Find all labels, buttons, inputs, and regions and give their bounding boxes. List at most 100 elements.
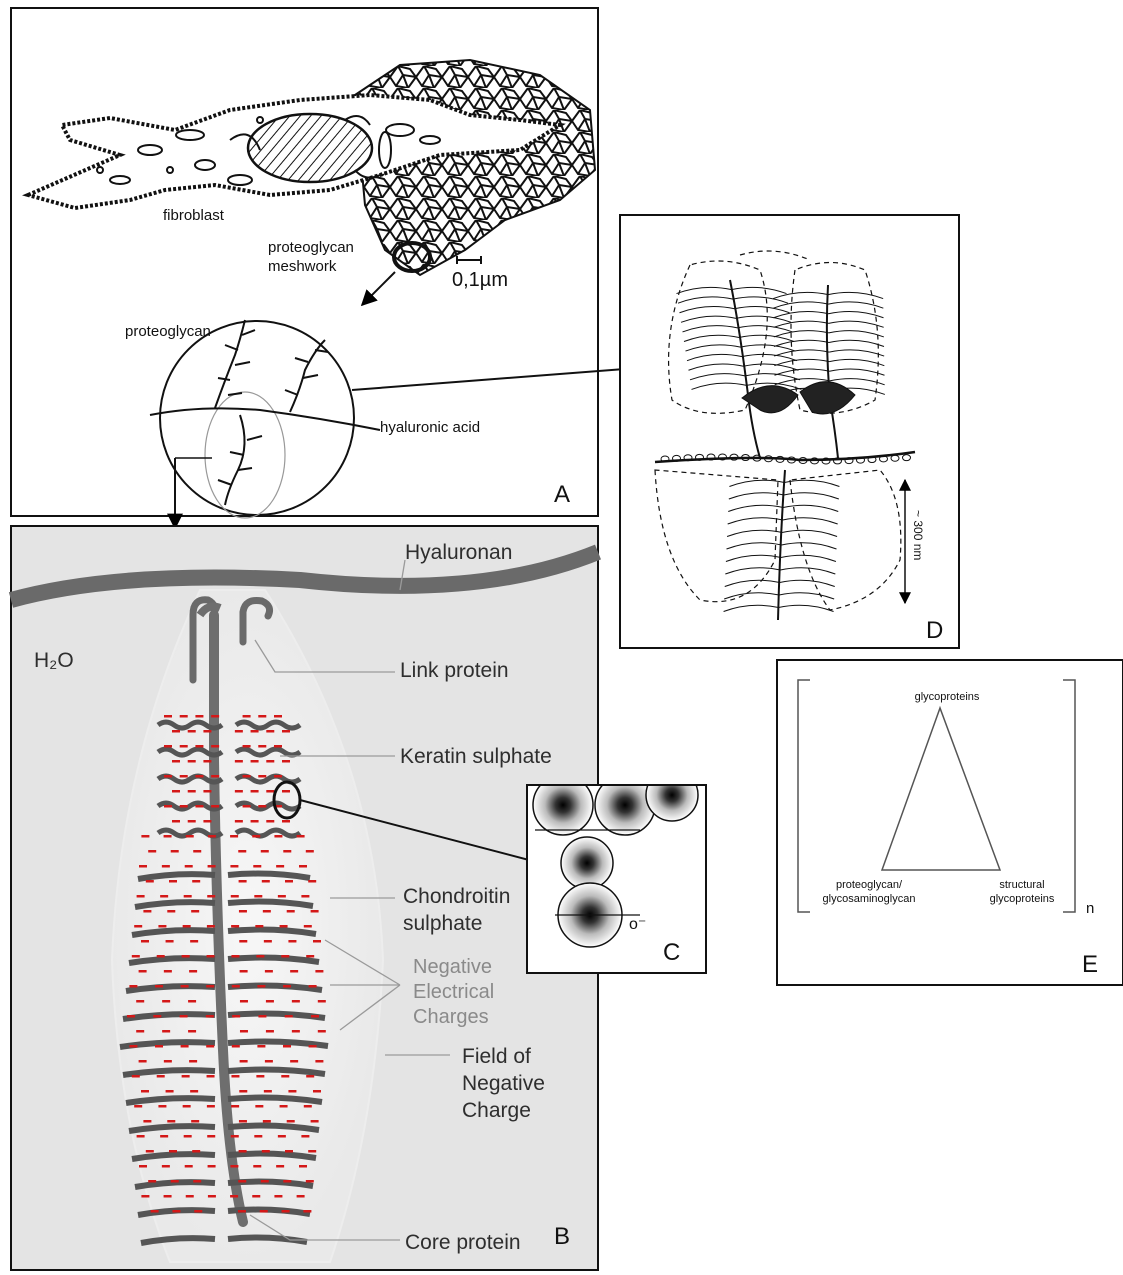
- negative-charge: [231, 1135, 239, 1138]
- negative-charge: [155, 985, 163, 988]
- negative-charge: [171, 850, 179, 853]
- negative-charge: [180, 805, 188, 808]
- negative-charge: [184, 895, 192, 898]
- negative-charge: [181, 1045, 189, 1048]
- negative-charge: [162, 1000, 170, 1003]
- negative-charge: [172, 760, 180, 763]
- negative-charge: [265, 970, 273, 973]
- ion-label: o⁻: [629, 916, 646, 933]
- negative-charge: [207, 1135, 215, 1138]
- negative-charge: [243, 775, 251, 778]
- structural-glyco-line2: glycoproteins: [990, 893, 1055, 905]
- negative-charge: [243, 745, 251, 748]
- negative-charge: [211, 715, 219, 718]
- negative-charge: [182, 1075, 190, 1078]
- negative-charges-line3: Charges: [413, 1006, 489, 1028]
- negative-charge: [285, 1150, 293, 1153]
- negative-charge: [265, 1060, 273, 1063]
- negative-charge: [262, 1150, 270, 1153]
- scale-label-d: ~ 300 nm: [911, 510, 925, 560]
- negative-charge: [283, 850, 291, 853]
- panel-d-letter: D: [926, 617, 943, 644]
- negative-charge: [283, 1045, 291, 1048]
- negative-charge: [282, 760, 290, 763]
- negative-charge: [255, 1105, 263, 1108]
- negative-charge: [143, 1120, 151, 1123]
- negative-charge: [181, 985, 189, 988]
- meshwork-label-line2: meshwork: [268, 258, 337, 275]
- negative-charge: [192, 880, 200, 883]
- negative-charge: [137, 1135, 145, 1138]
- negative-charge: [162, 1165, 170, 1168]
- negative-charge: [235, 730, 243, 733]
- negative-charge: [183, 925, 191, 928]
- negative-charge: [180, 775, 188, 778]
- negative-charge: [309, 1045, 317, 1048]
- negative-charge: [258, 715, 266, 718]
- negative-charge: [261, 850, 269, 853]
- negative-charge: [132, 1075, 140, 1078]
- negative-charge: [311, 1015, 319, 1018]
- negative-charge: [262, 880, 270, 883]
- negative-charge: [313, 1090, 321, 1093]
- negative-charge: [258, 805, 266, 808]
- negative-charge: [148, 1180, 156, 1183]
- negative-charge: [169, 1150, 177, 1153]
- negative-charge: [162, 1030, 170, 1033]
- negative-charge: [238, 850, 246, 853]
- negative-charge: [206, 1015, 214, 1018]
- negative-charge: [185, 1165, 193, 1168]
- negative-charge: [208, 1165, 216, 1168]
- negative-charge: [282, 820, 290, 823]
- negative-charge: [134, 1105, 142, 1108]
- negative-charge: [308, 880, 316, 883]
- negative-charge: [306, 1075, 314, 1078]
- negative-charge: [274, 775, 282, 778]
- negative-charge: [261, 1180, 269, 1183]
- negative-charge: [146, 1150, 154, 1153]
- negative-charge: [315, 970, 323, 973]
- negative-charge: [318, 1000, 326, 1003]
- negative-charge: [211, 775, 219, 778]
- negative-charge: [263, 910, 271, 913]
- negative-charge: [230, 1195, 238, 1198]
- negative-charge: [172, 730, 180, 733]
- negative-charge: [141, 940, 149, 943]
- negative-charge: [188, 1030, 196, 1033]
- negative-charge: [188, 820, 196, 823]
- meshwork-label-line1: proteoglycan: [268, 239, 354, 256]
- negative-charge: [318, 1030, 326, 1033]
- negative-charge: [297, 835, 305, 838]
- negative-charge: [315, 1060, 323, 1063]
- negative-charge: [311, 1120, 319, 1123]
- negative-charge: [157, 1075, 165, 1078]
- chondroitin-label-line2: sulphate: [403, 912, 482, 935]
- negative-charge: [287, 1120, 295, 1123]
- proteoglycan-gag-line1: proteoglycan/: [836, 879, 903, 891]
- negative-charge: [203, 760, 211, 763]
- negative-charge: [207, 895, 215, 898]
- negative-charge: [239, 910, 247, 913]
- negative-charge: [207, 955, 215, 958]
- panel-d: ~ 300 nm D: [620, 215, 959, 648]
- negative-charge: [172, 820, 180, 823]
- negative-charge: [189, 970, 197, 973]
- glycoproteins-label: glycoproteins: [915, 691, 980, 703]
- negative-charge: [287, 910, 295, 913]
- negative-charge: [266, 790, 274, 793]
- negative-charge: [183, 1105, 191, 1108]
- panel-e: glycoproteins proteoglycan/ glycosaminog…: [777, 660, 1123, 985]
- negative-charge: [211, 805, 219, 808]
- negative-charge: [141, 1195, 149, 1198]
- negative-charge: [169, 880, 177, 883]
- negative-charge: [254, 895, 262, 898]
- negative-charge: [274, 1195, 282, 1198]
- scale-label: 0,1µm: [452, 269, 508, 291]
- negative-charge: [266, 1030, 274, 1033]
- negative-charge: [232, 985, 240, 988]
- negative-charge: [308, 1150, 316, 1153]
- exponent-n: n: [1086, 900, 1094, 917]
- panel-a: fibroblast proteoglycan meshwork 0,1µm p…: [11, 8, 638, 528]
- negative-charge: [167, 910, 175, 913]
- negative-charge: [231, 1105, 239, 1108]
